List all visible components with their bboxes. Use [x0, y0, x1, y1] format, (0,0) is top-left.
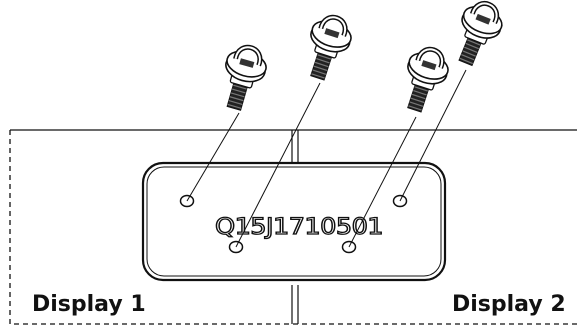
- thumbscrew-4: [447, 0, 508, 70]
- guide-lines: [186, 69, 467, 248]
- thumbscrew-1: [215, 42, 271, 114]
- joining-plate: Q15J1710501: [141, 161, 447, 282]
- thumbscrew-3: [395, 44, 453, 116]
- thumbscrew-2: [298, 12, 356, 84]
- display-1-label: Display 1: [32, 292, 146, 317]
- display-2-label: Display 2: [452, 292, 566, 317]
- plate-code: Q15J1710501: [215, 215, 383, 240]
